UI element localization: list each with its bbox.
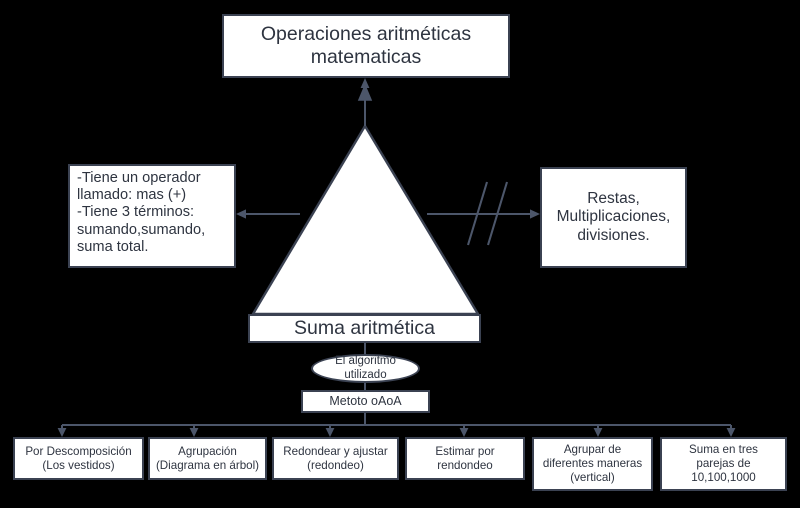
node-estimar-por-rendondeo[interactable]: Estimar por rendondeo: [405, 437, 525, 480]
node-suma-aritmetica[interactable]: Suma aritmética: [248, 314, 481, 343]
node-operador-terminos[interactable]: -Tiene un operador llamado: mas (+) -Tie…: [68, 164, 236, 268]
node-suma-en-tres-parejas[interactable]: Suma en tres parejas de 10,100,1000: [660, 437, 787, 491]
leaf-drop-lines: [61, 425, 732, 431]
arrow-head-up: [360, 78, 370, 88]
node-agrupacion[interactable]: Agrupación (Diagrama en árbol): [148, 437, 267, 480]
arrow-head-left: [236, 209, 246, 219]
node-redondear-y-ajustar[interactable]: Redondear y ajustar (redondeo): [272, 437, 399, 480]
node-metoto-oaoa[interactable]: Metoto oAoA: [301, 390, 430, 413]
node-agrupar-diferentes-maneras[interactable]: Agrupar de diferentes maneras (vertical): [532, 437, 653, 491]
arrow-head-right: [530, 209, 540, 219]
double-slash-break-mark: [466, 181, 509, 246]
node-el-algoritmo-utilizado[interactable]: El algoritmo utilizado: [311, 354, 420, 383]
leaf-arrow-heads: [57, 428, 736, 437]
node-operaciones-aritmeticas[interactable]: Operaciones aritméticas matematicas: [222, 14, 510, 78]
triangle-shape: [251, 124, 480, 316]
node-restas-multiplicaciones-divisiones[interactable]: Restas, Multiplicaciones, divisiones.: [540, 167, 687, 268]
node-por-descomposicion[interactable]: Por Descomposición (Los vestidos): [13, 437, 144, 480]
